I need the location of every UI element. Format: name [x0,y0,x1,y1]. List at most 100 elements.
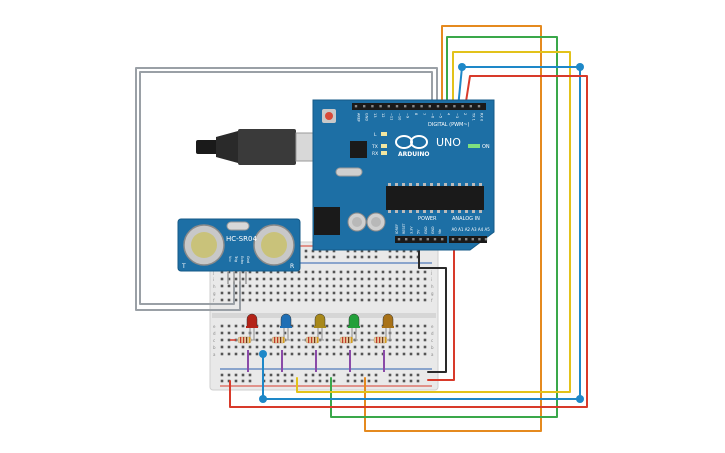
rail-hole [318,255,322,259]
row-letter-left: b [213,345,216,350]
reset-button-cap[interactable] [325,112,333,120]
rail-hole [283,379,287,383]
breadboard-hole [227,270,231,274]
analog-pin-label: A3 [471,227,477,232]
breadboard-hole [255,277,259,281]
rail-hole [332,249,336,253]
on-led [468,144,480,148]
breadboard-hole [325,324,329,328]
breadboard-hole [262,338,266,342]
breadboard-hole [402,298,406,302]
row-letter-left: i [213,277,214,282]
row-letter-right: a [431,352,434,357]
digital-pin-label: 4 [447,113,451,116]
breadboard-hole [339,291,343,295]
led-rim [280,326,292,328]
breadboard-hole [381,298,385,302]
digital-pin-socket [420,105,423,108]
power-pin-label: GND [424,226,428,234]
breadboard-hole [395,270,399,274]
breadboard-hole [297,298,301,302]
breadboard-hole [325,270,329,274]
breadboard-hole [220,324,224,328]
breadboard-hole [416,284,420,288]
breadboard-hole [304,352,308,356]
breadboard-hole [346,270,350,274]
breadboard-hole [220,338,224,342]
rail-hole [416,373,420,377]
breadboard-hole [332,270,336,274]
digital-pin-label: ~10 [398,113,402,120]
wire-junctions [259,63,584,403]
rail-hole [311,255,315,259]
breadboard-hole [423,324,427,328]
breadboard-hole [388,284,392,288]
breadboard-hole [276,324,280,328]
digital-header [352,103,486,110]
breadboard-hole [353,352,357,356]
atmega-chip-pins [388,183,482,213]
breadboard-hole [381,277,385,281]
digital-pin-socket [379,105,382,108]
breadboard-hole [339,352,343,356]
rail-hole [367,249,371,253]
analog-pin-label: A0 [452,227,458,232]
rail-hole [353,379,357,383]
breadboard-hole [402,270,406,274]
rail-hole [325,373,329,377]
digital-pin-label: 12 [381,113,385,117]
breadboard-hole [318,284,322,288]
row-letter-left: g [213,291,216,296]
breadboard-hole [297,291,301,295]
resistor-band [277,337,279,343]
resistor-body [305,336,320,344]
breadboard-hole [318,298,322,302]
rx-label: RX [372,151,378,157]
breadboard-hole [304,277,308,281]
capacitor-2-top [371,217,381,227]
usb-cable [196,129,321,165]
resistor-band [311,337,313,343]
rail-hole [360,249,364,253]
breadboard-hole [290,338,294,342]
breadboard-hole [269,291,273,295]
row-letter-right: i [431,277,432,282]
breadboard-hole [297,345,301,349]
breadboard-hole [276,298,280,302]
rail-hole [409,373,413,377]
breadboard-hole [402,331,406,335]
breadboard-hole [332,352,336,356]
breadboard-hole [395,345,399,349]
rail-hole [395,379,399,383]
row-letter-left: f [213,298,215,303]
digital-pin-socket [363,105,366,108]
rail-hole [409,249,413,253]
breadboard-center-groove [212,313,436,318]
resistor-band [314,337,316,343]
breadboard-hole [304,270,308,274]
digital-pin-label: 7 [422,113,426,115]
power-pin-label: IOREF [395,224,399,234]
usb-connector-body [238,129,296,165]
tx-label: TX [371,144,378,150]
breadboard-hole [416,277,420,281]
rail-hole [353,255,357,259]
rail-hole [360,373,364,377]
breadboard-hole [367,331,371,335]
breadboard-hole [360,277,364,281]
rail-hole [346,255,350,259]
breadboard-hole [304,291,308,295]
blue-junction-top-right [576,63,584,71]
breadboard-hole [269,284,273,288]
breadboard-hole [395,324,399,328]
breadboard-hole [241,345,245,349]
resistor-band [240,337,242,343]
chip-pin [416,210,419,213]
arduino-logo-right-ring [410,135,428,149]
usb-cable-strain-relief [216,131,238,163]
blue-junction-board [259,350,267,358]
chip-pin [465,210,468,213]
breadboard-hole [332,331,336,335]
